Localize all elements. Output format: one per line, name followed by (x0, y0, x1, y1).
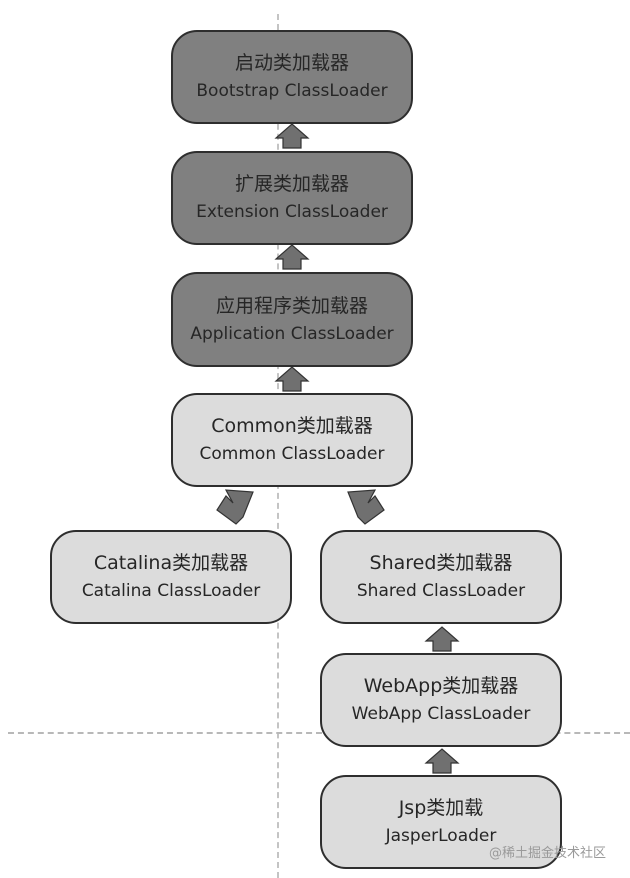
node-bootstrap-classloader: 启动类加载器 Bootstrap ClassLoader (171, 30, 413, 124)
node-catalina-classloader: Catalina类加载器 Catalina ClassLoader (50, 530, 292, 624)
node-jasper-loader: Jsp类加载 JasperLoader (320, 775, 562, 869)
node-title-zh: Shared类加载器 (369, 552, 513, 574)
node-title-zh: Jsp类加载 (398, 797, 484, 819)
arrow-application-to-extension (274, 244, 310, 270)
node-title-zh: Common类加载器 (211, 415, 373, 437)
arrow-extension-to-bootstrap (274, 123, 310, 149)
node-extension-classloader: 扩展类加载器 Extension ClassLoader (171, 151, 413, 245)
node-webapp-classloader: WebApp类加载器 WebApp ClassLoader (320, 653, 562, 747)
node-title-zh: Catalina类加载器 (93, 552, 249, 574)
horizontal-guide-line (8, 732, 630, 734)
node-title-zh: 启动类加载器 (234, 52, 349, 74)
node-shared-classloader: Shared类加载器 Shared ClassLoader (320, 530, 562, 624)
arrow-webapp-to-shared (424, 626, 460, 652)
watermark: @稀土掘金技术社区 (489, 846, 607, 861)
arrow-catalina-to-common (216, 489, 254, 525)
node-title-zh: WebApp类加载器 (363, 675, 519, 697)
node-common-classloader: Common类加载器 Common ClassLoader (171, 393, 413, 487)
node-application-classloader: 应用程序类加载器 Application ClassLoader (171, 272, 413, 367)
node-title-en: Common ClassLoader (199, 444, 385, 464)
node-title-zh: 应用程序类加载器 (215, 294, 368, 317)
node-title-en: Catalina ClassLoader (81, 581, 261, 601)
node-title-en: Application ClassLoader (190, 323, 394, 344)
node-title-zh: 扩展类加载器 (234, 173, 349, 195)
node-title-en: Bootstrap ClassLoader (196, 81, 388, 101)
arrow-common-to-application (274, 366, 310, 392)
node-title-en: Shared ClassLoader (356, 581, 526, 601)
arrow-jsp-to-webapp (424, 748, 460, 774)
node-title-en: JasperLoader (385, 826, 497, 846)
node-title-en: Extension ClassLoader (196, 202, 388, 222)
arrow-shared-to-common (347, 489, 385, 525)
node-title-en: WebApp ClassLoader (351, 704, 531, 724)
